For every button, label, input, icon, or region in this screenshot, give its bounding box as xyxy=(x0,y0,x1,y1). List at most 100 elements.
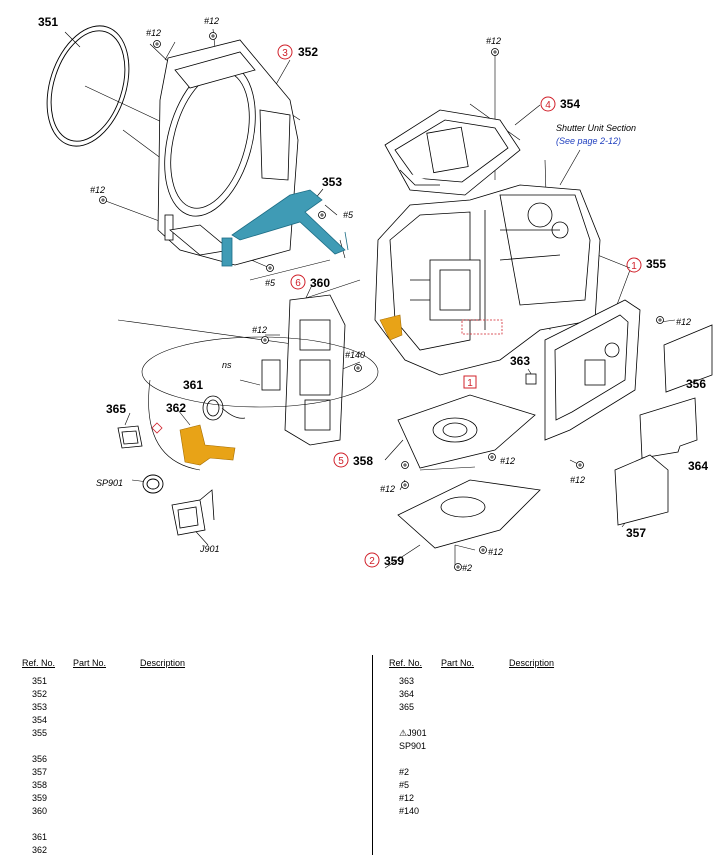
screw-label: #2 xyxy=(462,563,472,573)
part-363 xyxy=(525,373,537,385)
table-row xyxy=(32,818,47,831)
part-364-sheet xyxy=(639,397,698,459)
description-header: Description xyxy=(140,658,186,668)
screw-label: #12 xyxy=(204,16,219,26)
screw-label: #12 xyxy=(252,325,267,335)
callout-352: 352 xyxy=(298,45,318,59)
screw-label: #12 xyxy=(500,456,515,466)
callout-361: 361 xyxy=(183,378,203,392)
table-row xyxy=(32,740,47,753)
part-355-rear-frame xyxy=(544,299,641,441)
table-row: 357 xyxy=(32,767,48,777)
parts-table-right: Ref. No. Part No. Description 363 364 365 ⚠… xyxy=(389,658,719,858)
callout-351: 351 xyxy=(38,15,58,29)
callout-364: 364 xyxy=(688,459,708,473)
sp901-speaker xyxy=(142,474,164,494)
table-row: 355 xyxy=(32,728,48,738)
circled-number: 4 xyxy=(545,100,551,111)
part-360-side-bracket xyxy=(261,294,346,446)
part-351-ring xyxy=(46,25,130,147)
table-row: ⚠J901 xyxy=(399,728,427,738)
screw-label: #12 xyxy=(486,36,501,46)
table-row: 358 xyxy=(32,780,48,790)
part-365-connector xyxy=(117,425,143,449)
table-row: 354 xyxy=(32,715,48,725)
table-row: 365 xyxy=(399,702,415,712)
callout-358: 358 xyxy=(353,454,373,468)
table-row: 353 xyxy=(32,702,48,712)
circled-numbers: 1 2 3 4 5 6 1 xyxy=(277,44,642,568)
callout-labels: 351 352 353 354 355 356 357 358 359 360 … xyxy=(38,15,708,568)
circled-number: 3 xyxy=(282,48,288,59)
boxed-number: 1 xyxy=(467,378,473,389)
part-no-header: Part No. xyxy=(441,658,475,668)
callout-355: 355 xyxy=(646,257,666,271)
callout-365: 365 xyxy=(106,402,126,416)
table-row: 359 xyxy=(32,793,48,803)
part-361-speaker xyxy=(202,395,246,421)
shutter-section-link[interactable]: (See page 2-12) xyxy=(556,136,621,146)
ref-no-header: Ref. No. xyxy=(389,658,423,668)
screw-label: #12 xyxy=(146,28,161,38)
part-358-plate xyxy=(397,394,536,469)
sp901-label: SP901 xyxy=(96,478,123,488)
callout-357: 357 xyxy=(626,526,646,540)
caution-diamond xyxy=(151,422,163,434)
j901-label: J901 xyxy=(199,544,220,554)
callout-362: 362 xyxy=(166,401,186,415)
ref-no-header: Ref. No. xyxy=(22,658,56,668)
part-356-sheet xyxy=(663,324,713,393)
part-362-flex xyxy=(179,424,236,466)
description-header: Description xyxy=(509,658,555,668)
part-354-top-frame xyxy=(384,109,521,196)
table-row xyxy=(399,714,427,727)
table-row: #140 xyxy=(399,806,420,816)
callout-363: 363 xyxy=(510,354,530,368)
screw-label: #12 xyxy=(90,185,105,195)
table-row: 360 xyxy=(32,806,48,816)
table-row: #2 xyxy=(399,767,410,777)
table-row: 352 xyxy=(32,689,48,699)
screw-label: #5 xyxy=(343,210,354,220)
table-row: #5 xyxy=(399,780,410,790)
exploded-view-diagram: 351 352 353 354 355 356 357 358 359 360 … xyxy=(38,15,713,573)
part-no-header: Part No. xyxy=(73,658,107,668)
part-359-bottom-cover xyxy=(397,479,541,549)
cable-loop xyxy=(141,336,379,408)
table-row: 363 xyxy=(399,676,415,686)
circled-number: 5 xyxy=(338,456,344,467)
circled-number: 2 xyxy=(369,556,375,567)
table-row: 364 xyxy=(399,689,415,699)
screw-label: #140 xyxy=(345,350,365,360)
table-row: 362 xyxy=(32,845,48,855)
table-row: 351 xyxy=(32,676,48,686)
main-camera-body xyxy=(374,184,601,376)
callout-353: 353 xyxy=(322,175,342,189)
callout-360: 360 xyxy=(310,276,330,290)
screw-label: #12 xyxy=(488,547,503,557)
circled-number: 1 xyxy=(631,261,637,272)
table-row xyxy=(399,753,427,766)
table-row: #12 xyxy=(399,793,415,803)
screw-label: #12 xyxy=(676,317,691,327)
left-rows: 351 352 353 354 355 356 357 358 359 360 361 362 xyxy=(32,675,47,857)
table-row: 361 xyxy=(32,832,48,842)
part-353-flex-cable xyxy=(221,189,349,267)
callout-359: 359 xyxy=(384,554,404,568)
part-357-sheet xyxy=(614,454,669,526)
red-dashed-box xyxy=(461,319,503,335)
shutter-section-note: Shutter Unit Section xyxy=(556,123,636,133)
callout-354: 354 xyxy=(560,97,580,111)
table-divider xyxy=(372,655,373,855)
j901-jack xyxy=(171,489,215,536)
body-orange-flex xyxy=(379,314,403,341)
table-row: 356 xyxy=(32,754,48,764)
table-row: SP901 xyxy=(399,741,427,751)
circled-number: 6 xyxy=(295,278,301,289)
screw-label: #12 xyxy=(380,484,395,494)
screw-labels: #12 #12 #12 #5 #5 #12 #140 #12 #12 #12 #… xyxy=(90,16,691,573)
callout-356: 356 xyxy=(686,377,706,391)
screw-label: #12 xyxy=(570,475,585,485)
